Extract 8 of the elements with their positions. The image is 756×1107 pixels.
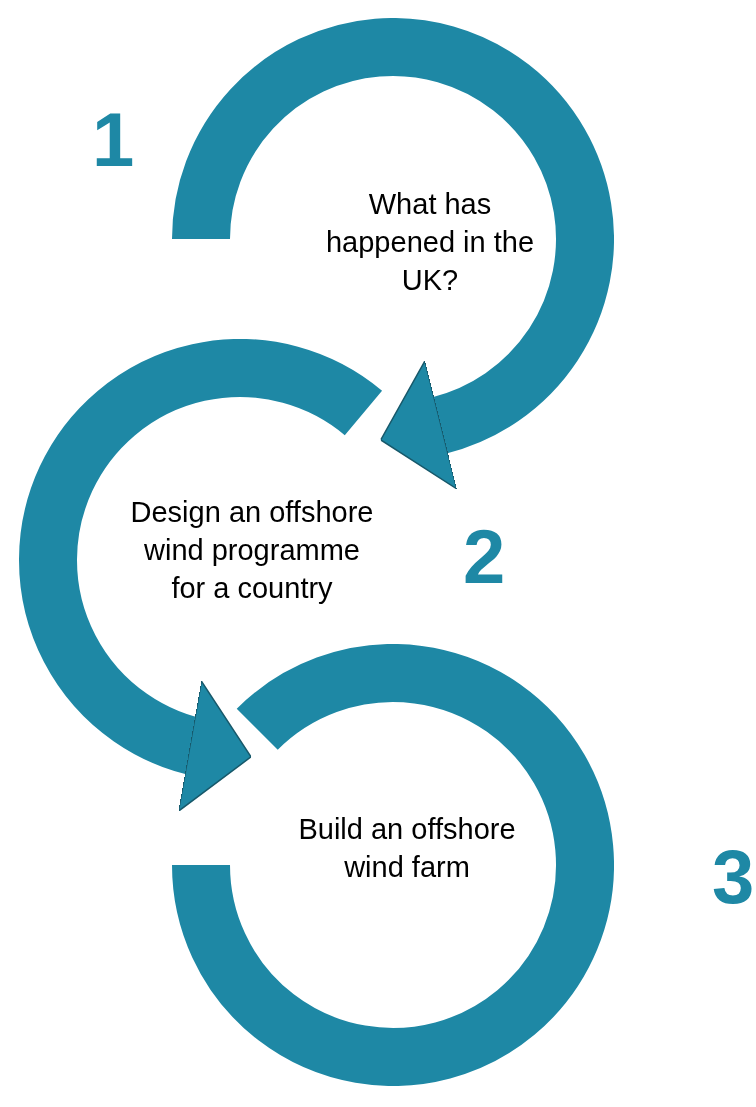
step-text: Build an offshore wind farm xyxy=(297,812,517,885)
step-number: 3 xyxy=(712,833,755,921)
step-text: Design an offshore wind programme for a country xyxy=(129,495,375,606)
step-number: 2 xyxy=(463,513,506,601)
arrow xyxy=(177,680,252,812)
step-text: What has happened in the UK? xyxy=(325,187,535,298)
step-number: 1 xyxy=(92,96,135,184)
arrow xyxy=(380,360,458,490)
